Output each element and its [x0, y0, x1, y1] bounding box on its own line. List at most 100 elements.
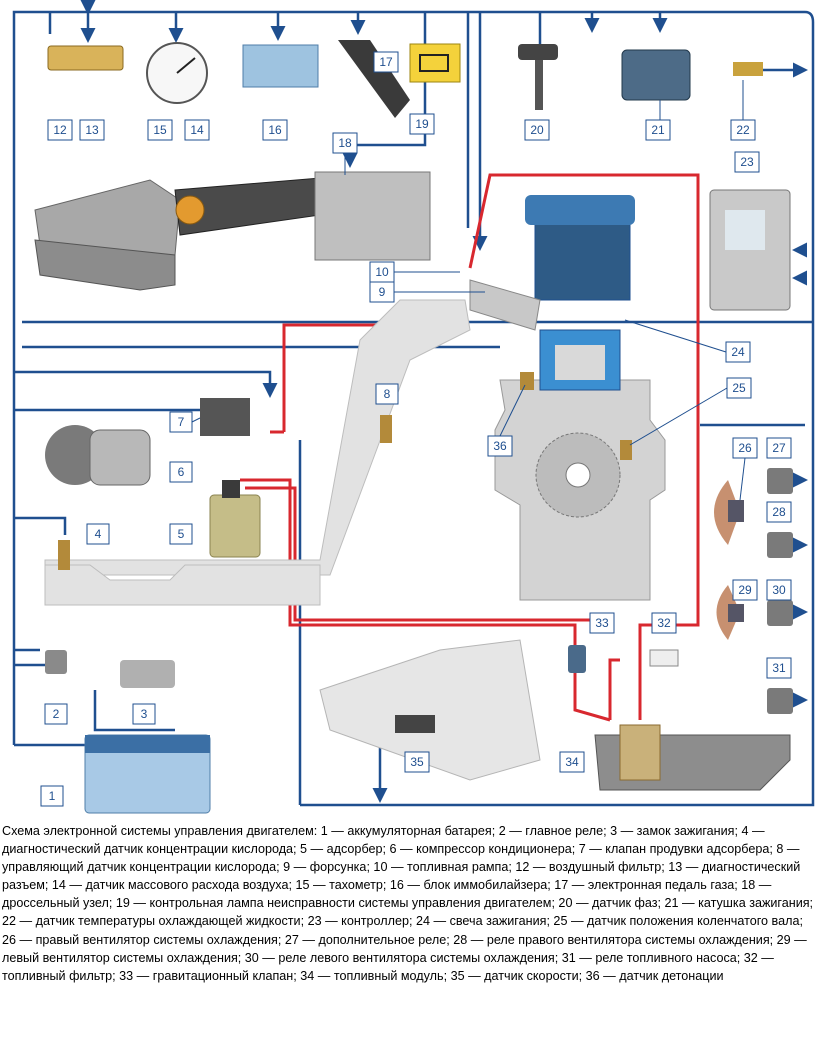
svg-text:9: 9	[379, 285, 386, 299]
label-32: 32	[651, 612, 677, 634]
label-23: 23	[734, 151, 760, 173]
svg-text:13: 13	[85, 123, 99, 137]
immobilizer-unit	[242, 44, 319, 88]
controller	[709, 189, 791, 311]
svg-text:15: 15	[153, 123, 167, 137]
svg-text:4: 4	[95, 527, 102, 541]
gas-pedal	[338, 40, 410, 118]
svg-text:18: 18	[338, 136, 352, 150]
label-28: 28	[766, 501, 792, 523]
svg-text:27: 27	[772, 441, 786, 455]
label-19: 19	[409, 113, 435, 135]
label-5: 5	[169, 523, 193, 545]
check-engine-lamp	[409, 43, 461, 83]
svg-text:31: 31	[772, 661, 786, 675]
label-21: 21	[645, 119, 671, 141]
main-relay	[45, 650, 67, 674]
svg-text:33: 33	[595, 616, 609, 630]
label-10: 10	[369, 261, 395, 283]
svg-text:5: 5	[178, 527, 185, 541]
label-33: 33	[589, 612, 615, 634]
ignition-switch	[120, 660, 175, 688]
svg-text:30: 30	[772, 583, 786, 597]
label-9: 9	[369, 281, 395, 303]
svg-text:17: 17	[379, 55, 393, 69]
label-16: 16	[262, 119, 288, 141]
label-2: 2	[44, 703, 68, 725]
label-18: 18	[332, 132, 358, 154]
engine-block	[469, 195, 666, 601]
svg-text:26: 26	[738, 441, 752, 455]
svg-text:23: 23	[740, 155, 754, 169]
label-17: 17	[373, 51, 399, 73]
fuel-filter	[649, 649, 679, 667]
label-20: 20	[524, 119, 550, 141]
coolant-temp-sensor	[733, 62, 763, 76]
tachometer	[146, 42, 208, 104]
knock-sensor	[520, 372, 534, 390]
svg-text:24: 24	[731, 345, 745, 359]
label-36: 36	[487, 435, 513, 457]
fuel-pump-relay	[767, 688, 793, 714]
fan-right	[714, 480, 744, 545]
svg-text:7: 7	[178, 415, 185, 429]
fan-right-relay	[767, 532, 793, 558]
svg-text:2: 2	[53, 707, 60, 721]
svg-text:35: 35	[410, 755, 424, 769]
svg-text:36: 36	[493, 439, 507, 453]
svg-text:20: 20	[530, 123, 544, 137]
exhaust-pipe	[44, 299, 471, 606]
phase-sensor	[518, 44, 558, 110]
air-filter	[34, 179, 181, 291]
label-3: 3	[132, 703, 156, 725]
svg-text:3: 3	[141, 707, 148, 721]
svg-text:22: 22	[736, 123, 750, 137]
aux-relay	[767, 468, 793, 494]
label-13: 13	[79, 119, 105, 141]
fuel-tank	[594, 724, 791, 791]
intake-hose	[174, 171, 431, 261]
gravity-valve	[568, 645, 586, 673]
label-24: 24	[725, 341, 751, 363]
speed-sensor	[319, 639, 541, 781]
label-34: 34	[559, 751, 585, 773]
ignition-coil	[621, 49, 691, 101]
label-8: 8	[375, 383, 399, 405]
svg-text:12: 12	[53, 123, 67, 137]
label-6: 6	[169, 461, 193, 483]
label-27: 27	[766, 437, 792, 459]
diagram-caption: Схема электронной системы управления дви…	[2, 824, 814, 983]
svg-text:21: 21	[651, 123, 665, 137]
svg-text:6: 6	[178, 465, 185, 479]
label-22: 22	[730, 119, 756, 141]
label-26: 26	[732, 437, 758, 459]
diagnostic-connector	[47, 45, 124, 71]
svg-text:14: 14	[190, 123, 204, 137]
o2-sensor-control	[380, 415, 392, 443]
label-25: 25	[726, 377, 752, 399]
svg-text:25: 25	[732, 381, 746, 395]
svg-text:32: 32	[657, 616, 671, 630]
label-31: 31	[766, 657, 792, 679]
svg-text:8: 8	[384, 387, 391, 401]
engine-control-diagram: 1 2 3 4 5 6 7 8 9 10 12 13 15 14 16 17 1…	[12, 0, 815, 814]
svg-text:1: 1	[49, 789, 56, 803]
svg-text:19: 19	[415, 117, 429, 131]
svg-text:29: 29	[738, 583, 752, 597]
label-35: 35	[404, 751, 430, 773]
label-30: 30	[766, 579, 792, 601]
fan-left	[716, 585, 744, 640]
leader-lines	[191, 80, 746, 501]
purge-valve	[200, 398, 250, 436]
battery	[84, 734, 211, 814]
svg-text:28: 28	[772, 505, 786, 519]
label-29: 29	[732, 579, 758, 601]
o2-sensor-diagnostic	[58, 540, 70, 570]
svg-text:16: 16	[268, 123, 282, 137]
label-12: 12	[47, 119, 73, 141]
label-7: 7	[169, 411, 193, 433]
label-14: 14	[184, 119, 210, 141]
svg-text:10: 10	[375, 265, 389, 279]
label-1: 1	[40, 785, 64, 807]
compressor	[45, 425, 151, 486]
